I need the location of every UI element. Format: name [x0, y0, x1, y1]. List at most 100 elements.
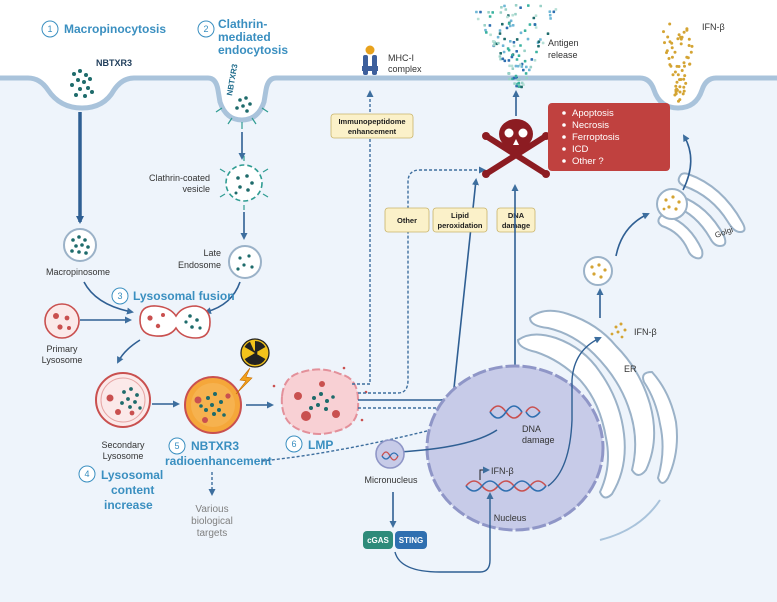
- death-mode-item: Apoptosis: [572, 108, 614, 119]
- antigen-particle: [525, 65, 528, 69]
- antigen-label-line2: release: [548, 50, 578, 60]
- micronucleus: [375, 439, 405, 469]
- antigen-particle: [511, 13, 514, 17]
- ifn-beta-release-particles: [662, 22, 694, 103]
- antigen-particle: [535, 50, 538, 54]
- antigen-particle: [515, 50, 518, 53]
- ifn-particle: [682, 77, 686, 81]
- clathrin-vesicle-label-line2: vesicle: [182, 184, 210, 194]
- antigen-particle: [475, 10, 478, 14]
- antigen-particle: [512, 41, 516, 44]
- death-mode-item: ICD: [572, 144, 589, 155]
- antigen-particle: [497, 41, 500, 45]
- immunopeptidome-box-line2: enhancement: [348, 127, 397, 136]
- mhc-label-line1: MHC-I: [388, 53, 414, 63]
- death-mode-item: Ferroptosis: [572, 132, 620, 143]
- macropinocytic-cup-particles: [70, 69, 94, 98]
- ifn-particle: [674, 92, 678, 96]
- antigen-particle: [515, 58, 519, 61]
- lipid-box-line1: Lipid: [451, 211, 469, 220]
- clathrin-pit-particles: [235, 96, 252, 113]
- antigen-particle: [488, 24, 492, 27]
- death-mode-bullet: [562, 111, 566, 115]
- ifn-particle: [670, 41, 674, 45]
- ifn-particle: [674, 88, 678, 92]
- antigen-particle: [549, 17, 552, 20]
- step-3-label: 3 Lysosomal fusion: [111, 287, 235, 305]
- antigen-particle: [537, 44, 540, 48]
- antigen-particle: [517, 81, 521, 85]
- step-1-number: 1: [47, 24, 52, 34]
- lipid-box-line2: peroxidation: [437, 221, 482, 230]
- primary-lysosome-label-line1: Primary: [47, 344, 78, 354]
- antigen-particle: [514, 4, 518, 7]
- ifn-particle: [667, 57, 671, 60]
- antigen-particle: [534, 14, 538, 17]
- ifn-particle: [683, 64, 686, 68]
- antigen-particle: [523, 29, 527, 32]
- ifn-particle: [678, 90, 682, 94]
- antigen-particle: [514, 12, 517, 16]
- step-2-title-line1: Clathrin-: [218, 17, 267, 31]
- antigen-particle: [499, 57, 502, 61]
- ifn-particle: [670, 55, 674, 59]
- ifnb-nucleus-label: IFN-β: [491, 466, 514, 476]
- antigen-particle: [503, 4, 506, 8]
- antigen-particle: [501, 57, 505, 61]
- sting-badge: STING: [395, 531, 427, 549]
- er-label: ER: [624, 364, 637, 374]
- antigen-particle: [501, 22, 504, 26]
- step-5-label: 5 NBTXR3 radioenhancement: [165, 437, 272, 468]
- arrow-er-vesicle-to-golgi: [615, 212, 650, 257]
- nucleus: [425, 364, 605, 532]
- antigen-particle: [507, 59, 511, 62]
- ifn-particle: [678, 85, 682, 89]
- primary-lysosome: [44, 303, 80, 339]
- antigen-particle: [523, 59, 527, 63]
- radiation-icon: [240, 338, 270, 368]
- antigen-particle: [498, 32, 502, 35]
- ifn-particle: [688, 62, 692, 66]
- dna-box-line2: damage: [502, 221, 530, 230]
- antigen-particle: [479, 10, 482, 14]
- antigen-particle: [500, 6, 503, 9]
- antigen-particle: [517, 78, 521, 81]
- sting-label: STING: [399, 536, 423, 545]
- cgas-label: cGAS: [367, 536, 389, 545]
- various-targets-line1: Various: [195, 504, 228, 515]
- ifn-particle: [674, 84, 678, 88]
- antigen-particle: [516, 64, 520, 68]
- antigen-particle: [554, 8, 558, 11]
- transcription-start-arrow: [479, 466, 490, 480]
- primary-lysosome-label-line2: Lysosome: [42, 355, 83, 365]
- er-vesicle: [583, 256, 613, 286]
- step-4-label: 4 Lysosomal content increase: [78, 465, 163, 512]
- antigen-particle: [524, 72, 528, 75]
- various-targets-line3: targets: [197, 528, 228, 539]
- dna-damage-label-line1: DNA: [522, 424, 541, 434]
- ifn-particle: [685, 27, 689, 31]
- ifn-particle: [678, 78, 681, 82]
- ifn-particle: [677, 65, 681, 68]
- various-targets-line2: biological: [191, 516, 233, 527]
- antigen-particle: [476, 17, 480, 21]
- death-mode-item: Necrosis: [572, 120, 609, 131]
- antigen-particle: [498, 55, 502, 58]
- antigen-particle: [511, 24, 515, 27]
- nbtxr3-label: NBTXR3: [96, 58, 132, 68]
- fusing-lysosome: [139, 305, 211, 339]
- death-mode-bullet: [562, 147, 566, 151]
- ifnb-er-label: IFN-β: [634, 327, 657, 337]
- plasma-membrane: [0, 75, 777, 123]
- clathrin-vesicle-label-line1: Clathrin-coated: [149, 173, 210, 183]
- ifn-particle: [663, 41, 666, 45]
- antigen-particle: [546, 32, 550, 35]
- antigen-particle: [491, 11, 494, 14]
- antigen-particle: [506, 47, 510, 50]
- step-6-title: LMP: [308, 438, 333, 452]
- ifn-particle: [668, 22, 672, 26]
- antigen-particle: [527, 4, 530, 7]
- ifn-particle: [668, 63, 672, 67]
- arrow-to-mhc: [352, 90, 374, 385]
- immunopeptidome-box: Immunopeptidome enhancement: [330, 113, 414, 139]
